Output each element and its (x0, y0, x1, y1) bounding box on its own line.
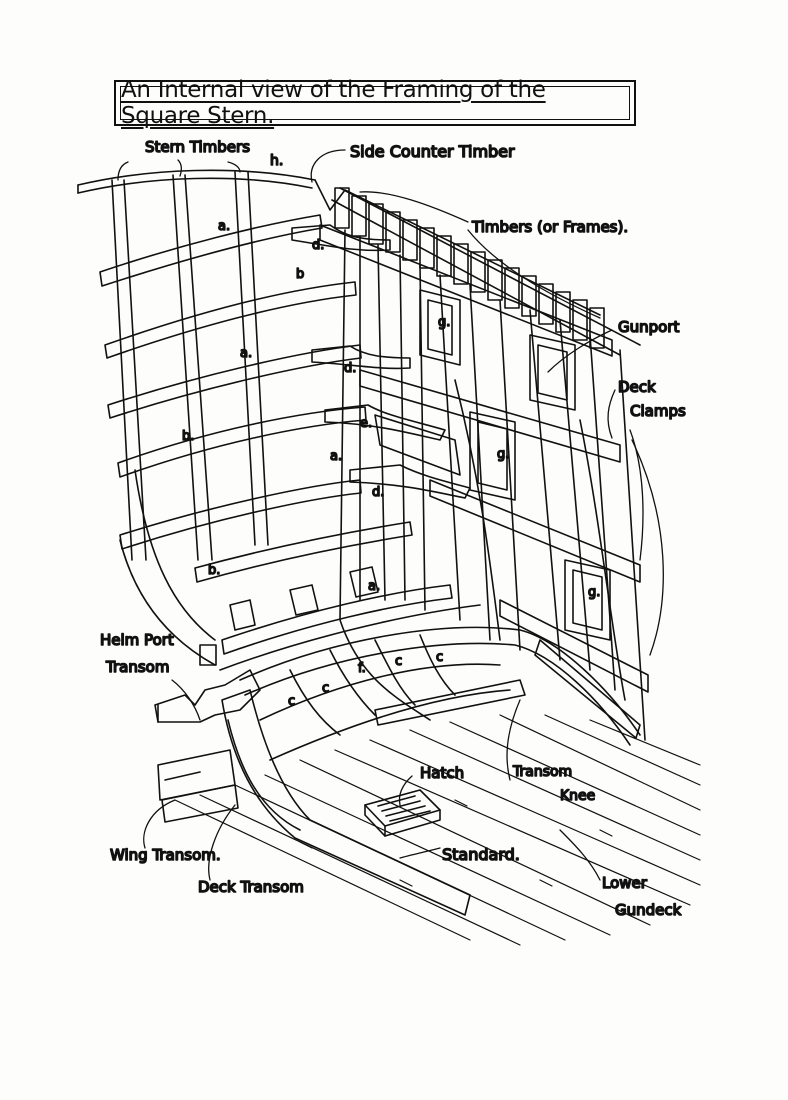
hanging-knees (291, 224, 471, 499)
part-letter-c: c (436, 650, 443, 665)
part-letter-a: a. (240, 346, 252, 361)
part-letter-e: e. (360, 416, 372, 431)
part-letter-a: a. (368, 579, 380, 594)
label-gunport: Gunport (618, 318, 680, 336)
label-transom-knee-line2: Knee (560, 788, 595, 804)
side-frames (314, 179, 646, 741)
hatch-grating (364, 789, 441, 837)
label-deck-clamps-line2: Clamps (630, 402, 686, 420)
part-letter-d: d. (344, 361, 356, 376)
part-letter-g: g. (588, 585, 600, 600)
helm-port-transom (154, 669, 261, 723)
label-hatch: Hatch (420, 764, 464, 782)
part-letter-a: a. (218, 219, 230, 234)
label-h: h. (270, 153, 283, 169)
part-letter-g: g. (438, 315, 450, 330)
label-standard: Standard. (442, 845, 520, 864)
label-transom-knee-line1: Transom (512, 764, 572, 780)
label-lower-gundeck-line1: Lower (602, 874, 648, 892)
label-deck-transom: Deck Transom (198, 878, 304, 896)
labels: Stern Timbers h. Side Counter Timber Tim… (99, 137, 687, 920)
counter-rail-h (77, 169, 316, 194)
transoms (219, 566, 641, 761)
title-inner-frame: An Internal view of the Framing of the S… (120, 77, 630, 129)
label-helm-port-line1: Helm Port (100, 631, 174, 649)
leader-lines (117, 149, 664, 881)
part-letter-d: d. (312, 238, 324, 253)
label-stern-timbers: Stern Timbers (145, 138, 250, 156)
part-letter-b: b (296, 267, 304, 282)
label-timbers-or-frames: Timbers (or Frames). (471, 218, 628, 236)
standard-knee (221, 689, 471, 916)
part-letter-f: f. (358, 661, 366, 676)
label-lower-gundeck-line2: Gundeck (615, 901, 682, 919)
diagram-title: An Internal view of the Framing of the S… (121, 77, 546, 129)
label-deck-clamps-line1: Deck (618, 378, 656, 396)
part-letter-a: a. (330, 449, 342, 464)
deck-clamps (319, 224, 649, 739)
part-letter-c: c (288, 694, 295, 709)
part-letter-c: c (322, 681, 329, 696)
label-helm-port-line2: Transom (105, 658, 169, 676)
part-letter-b: b. (182, 429, 194, 444)
label-wing-transom: Wing Transom. (110, 846, 221, 864)
title-frame: An Internal view of the Framing of the S… (114, 77, 636, 129)
part-letter-b: b. (208, 563, 220, 578)
part-letter-g: g. (497, 447, 509, 462)
stern-timbers (111, 171, 269, 666)
part-letter-c: c (395, 654, 402, 669)
label-side-counter-timber: Side Counter Timber (350, 142, 515, 161)
gunports (419, 289, 611, 641)
part-letter-d: d. (372, 485, 384, 500)
wing-and-deck-transom (157, 749, 239, 823)
transverse-battens (99, 214, 453, 666)
